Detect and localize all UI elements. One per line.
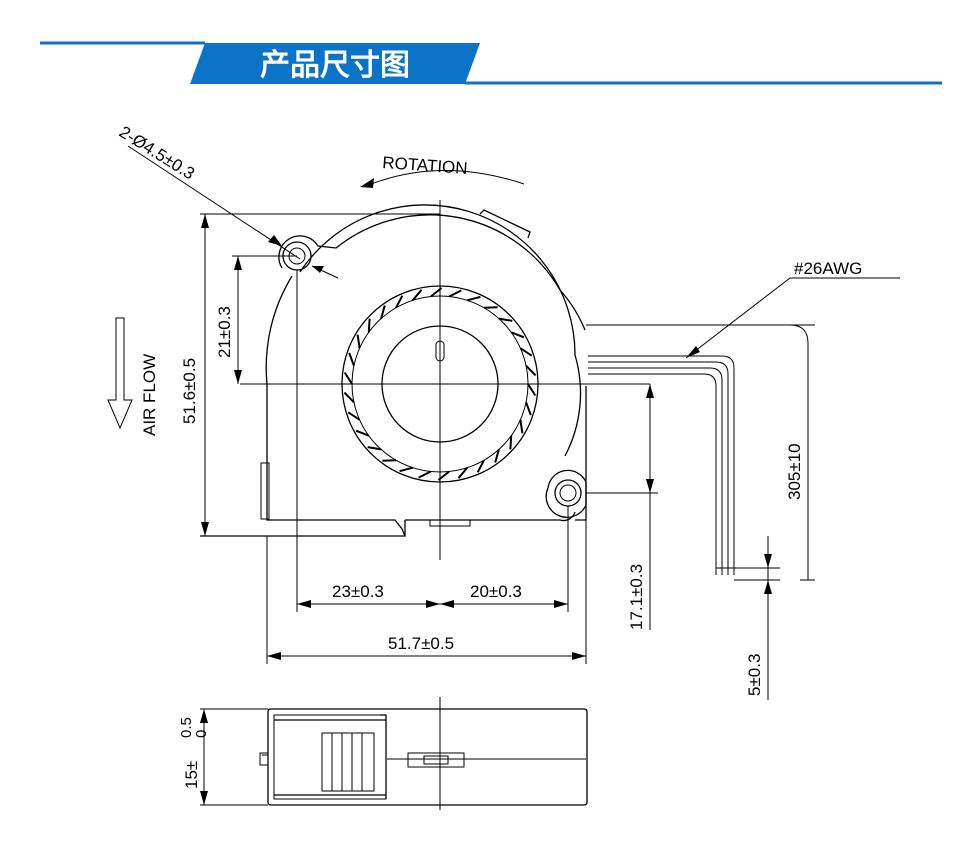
impeller-blade — [367, 318, 371, 333]
hole-spec-label: 2-Ø4.5±0.3 — [116, 122, 198, 183]
side-inlet-rim — [274, 714, 387, 799]
page-title: 产品尺寸图 — [260, 48, 410, 83]
impeller-blade — [519, 419, 524, 434]
lead-length-label: 305±10 — [785, 443, 804, 500]
fan-front-view — [200, 204, 587, 537]
impeller-blade — [367, 446, 382, 451]
rotation-arc — [365, 170, 525, 187]
wire-gauge-label: #26AWG — [794, 259, 862, 278]
impeller-blade — [343, 391, 355, 403]
thickness-label: 15± — [182, 761, 201, 789]
impeller-blade — [525, 401, 532, 416]
width-overall-label: 51.7±0.5 — [388, 634, 454, 653]
rotation-arrow — [360, 178, 374, 188]
air-flow-label: AIR FLOW — [140, 354, 159, 436]
wire-4 — [588, 373, 717, 575]
impeller-blade — [498, 317, 513, 322]
impeller-blade — [399, 466, 414, 473]
impeller-blade — [510, 331, 525, 339]
side-connector-inner — [423, 755, 449, 765]
wire-2 — [588, 361, 729, 575]
air-flow-arrow — [107, 317, 133, 430]
side-tab — [260, 462, 270, 520]
impeller-blade — [519, 347, 533, 357]
impeller-blade — [509, 435, 513, 450]
impeller-blade — [466, 295, 481, 302]
mount-boss-lower — [545, 469, 587, 518]
wire-3 — [588, 367, 723, 575]
impeller-blade — [448, 289, 462, 298]
impeller-blade — [380, 305, 386, 319]
side-inlet-frame — [273, 714, 387, 800]
impeller-blade — [418, 470, 432, 479]
impeller-blade — [348, 352, 355, 367]
wire-1 — [588, 355, 735, 575]
side-outline — [267, 708, 588, 806]
top-tab — [479, 209, 531, 239]
left-offset-label: 23±0.3 — [332, 582, 384, 601]
impeller-blade — [395, 295, 404, 309]
header-banner — [190, 43, 480, 84]
impeller-blade — [356, 334, 361, 349]
side-left-tab — [259, 752, 269, 766]
impeller-blade — [457, 467, 468, 479]
height-overall-label: 51.6±0.5 — [180, 358, 199, 424]
thickness-tol-lower: 0 — [193, 730, 210, 738]
fan-side-view: 15± 0.5 0 — [178, 697, 588, 810]
right-offset-label: 20±0.3 — [470, 582, 522, 601]
section-header: 产品尺寸图 — [40, 41, 942, 85]
thickness-tol-upper: 0.5 — [178, 717, 195, 738]
impeller-blades — [343, 287, 537, 481]
impeller-blade — [355, 429, 370, 437]
impeller-blade — [382, 459, 397, 462]
dimension-labels: 2-Ø4.5±0.3 ROTATION #26AWG AIR FLOW 51.6… — [116, 122, 862, 696]
housing-outline — [200, 204, 587, 537]
impeller-blade — [525, 365, 537, 377]
impeller-blade — [494, 449, 500, 463]
centre-lines — [240, 200, 650, 560]
outlet-tab — [429, 519, 471, 527]
rotation-label: ROTATION — [382, 153, 468, 178]
mount-hole-lower-inner — [559, 484, 577, 502]
lead-length-extension — [586, 324, 809, 580]
strip-length-label: 5±0.3 — [745, 654, 764, 696]
impeller-blade — [347, 411, 361, 421]
impeller-blade — [343, 371, 353, 385]
hole-offset-vertical-label: 21±0.3 — [215, 306, 234, 358]
impeller-blade — [476, 459, 485, 473]
mount-hole-lower — [554, 479, 582, 507]
lead-wires — [586, 324, 809, 580]
impeller-blade — [412, 289, 423, 301]
impeller-blade — [527, 383, 537, 397]
housing-upper-edge — [278, 214, 586, 331]
dimension-lines — [107, 145, 900, 700]
side-blade-window — [321, 732, 375, 792]
side-connector — [407, 752, 465, 768]
impeller-blade — [483, 306, 498, 309]
hole-offset-right-label: 17.1±0.3 — [627, 564, 646, 630]
